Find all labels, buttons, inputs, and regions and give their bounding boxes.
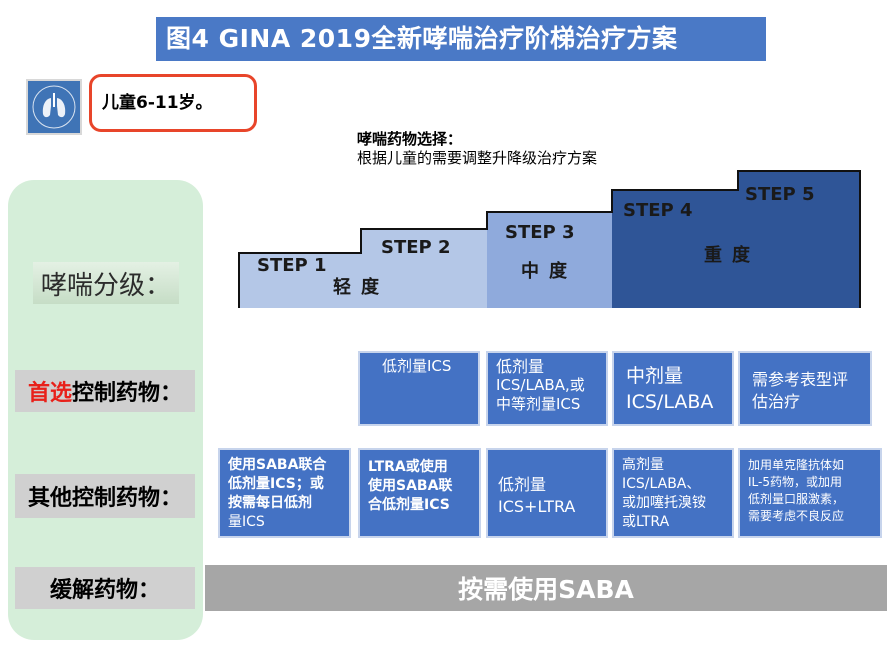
preferred-step-2: 低剂量ICS	[358, 351, 480, 426]
label-other-controller: 其他控制药物：	[15, 474, 195, 518]
other-step-3: 低剂量 ICS+LTRA	[486, 448, 608, 538]
other-step-2: LTRA或使用 使用SABA联 合低剂量ICS	[358, 448, 481, 538]
age-group-badge: 儿童6-11岁。	[89, 74, 257, 132]
label-asthma-grade: 哮喘分级：	[33, 262, 179, 304]
page-title: 图4 GINA 2019全新哮喘治疗阶梯治疗方案	[156, 17, 766, 61]
label-preferred-rest: 控制药物：	[72, 381, 183, 406]
step-1-label: STEP 1	[257, 255, 327, 276]
preferred-step-4: 中剂量 ICS/LABA	[612, 351, 734, 426]
severity-severe: 重度	[704, 245, 760, 266]
other-step-1: 使用SABA联合 低剂量ICS；或 按需每日低剂 量ICS	[218, 448, 351, 538]
step-3-label: STEP 3	[505, 222, 575, 243]
label-preferred-controller: 首选控制药物：	[15, 370, 195, 412]
gina-logo-icon	[26, 79, 82, 135]
label-preferred-highlight: 首选	[27, 381, 72, 406]
step-4-label: STEP 4	[623, 200, 693, 221]
preferred-step-3: 低剂量 ICS/LABA,或 中等剂量ICS	[486, 351, 608, 426]
subtitle-detail: 根据儿童的需要调整升降级治疗方案	[357, 149, 598, 167]
other-step-5: 加用单克隆抗体如 IL-5药物，或加用 低剂量口服激素， 需要考虑不良反应	[738, 448, 882, 538]
other-step-4: 高剂量 ICS/LABA、 或加噻托溴铵 或LTRA	[612, 448, 734, 538]
subtitle-heading: 哮喘药物选择：	[357, 130, 463, 148]
label-reliever: 缓解药物：	[15, 567, 195, 609]
medication-choice-note: 哮喘药物选择： 根据儿童的需要调整升降级治疗方案	[357, 130, 597, 168]
severity-mild: 轻度	[333, 277, 389, 298]
reliever-bar: 按需使用SABA	[205, 565, 887, 611]
preferred-step-5: 需参考表型评 估治疗	[738, 351, 872, 426]
step-5-label: STEP 5	[745, 184, 815, 205]
step-2-label: STEP 2	[381, 237, 451, 258]
severity-moderate: 中度	[521, 261, 577, 282]
